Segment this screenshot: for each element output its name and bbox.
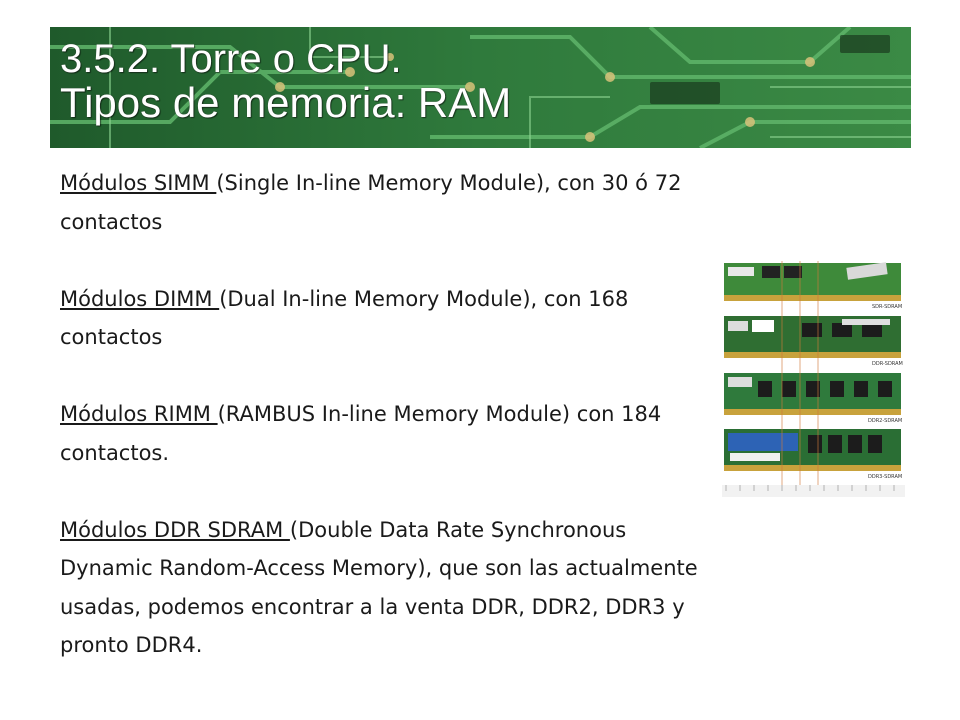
label-ddr3: DDR3-SDRAM bbox=[868, 474, 902, 480]
term-dimm: Módulos DIMM bbox=[60, 286, 220, 311]
ram-modules-image: SDR-SDRAM DDR-SDRAM DDR2-SDRAM bbox=[722, 261, 905, 497]
title-line-1: 3.5.2. Torre o CPU. bbox=[60, 37, 402, 81]
slide-title: 3.5.2. Torre o CPU. Tipos de memoria: RA… bbox=[60, 39, 511, 124]
term-simm: Módulos SIMM bbox=[60, 171, 217, 195]
ram-module-ddr2: DDR2-SDRAM bbox=[724, 373, 902, 424]
label-ddr: DDR-SDRAM bbox=[872, 361, 903, 367]
ram-module-sdr: SDR-SDRAM bbox=[724, 262, 902, 310]
ram-module-ddr: DDR-SDRAM bbox=[724, 316, 903, 367]
ram-modules-illustration: SDR-SDRAM DDR-SDRAM DDR2-SDRAM bbox=[722, 261, 905, 497]
circuit-board-background bbox=[50, 27, 911, 148]
label-sdr: SDR-SDRAM bbox=[872, 304, 902, 310]
paragraph-ddr: Módulos DDR SDRAM (Double Data Rate Sync… bbox=[60, 511, 710, 665]
paragraph-simm: Módulos SIMM (Single In-line Memory Modu… bbox=[60, 164, 710, 241]
desc-ddr: (Double Data Rate Synchronous Dynamic Ra… bbox=[60, 517, 698, 658]
desc-dimm: (Dual In-line Memory Module), con 168 co… bbox=[60, 286, 629, 350]
label-ddr2: DDR2-SDRAM bbox=[868, 418, 902, 424]
body-text: Módulos SIMM (Single In-line Memory Modu… bbox=[60, 164, 710, 665]
term-rimm: Módulos RIMM bbox=[60, 402, 218, 426]
desc-simm: (Single In-line Memory Module), con 30 ó… bbox=[60, 171, 682, 234]
paragraph-dimm: Módulos DIMM (Dual In-line Memory Module… bbox=[60, 280, 710, 357]
term-ddr: Módulos DDR SDRAM bbox=[60, 517, 290, 542]
desc-rimm: (RAMBUS In-line Memory Module) con 184 c… bbox=[60, 402, 662, 465]
ram-module-ddr3: DDR3-SDRAM bbox=[724, 429, 902, 480]
paragraph-rimm: Módulos RIMM (RAMBUS In-line Memory Modu… bbox=[60, 395, 710, 472]
title-line-2: Tipos de memoria: RAM bbox=[60, 79, 512, 126]
title-banner: 3.5.2. Torre o CPU. Tipos de memoria: RA… bbox=[50, 27, 911, 148]
ruler bbox=[722, 485, 905, 497]
